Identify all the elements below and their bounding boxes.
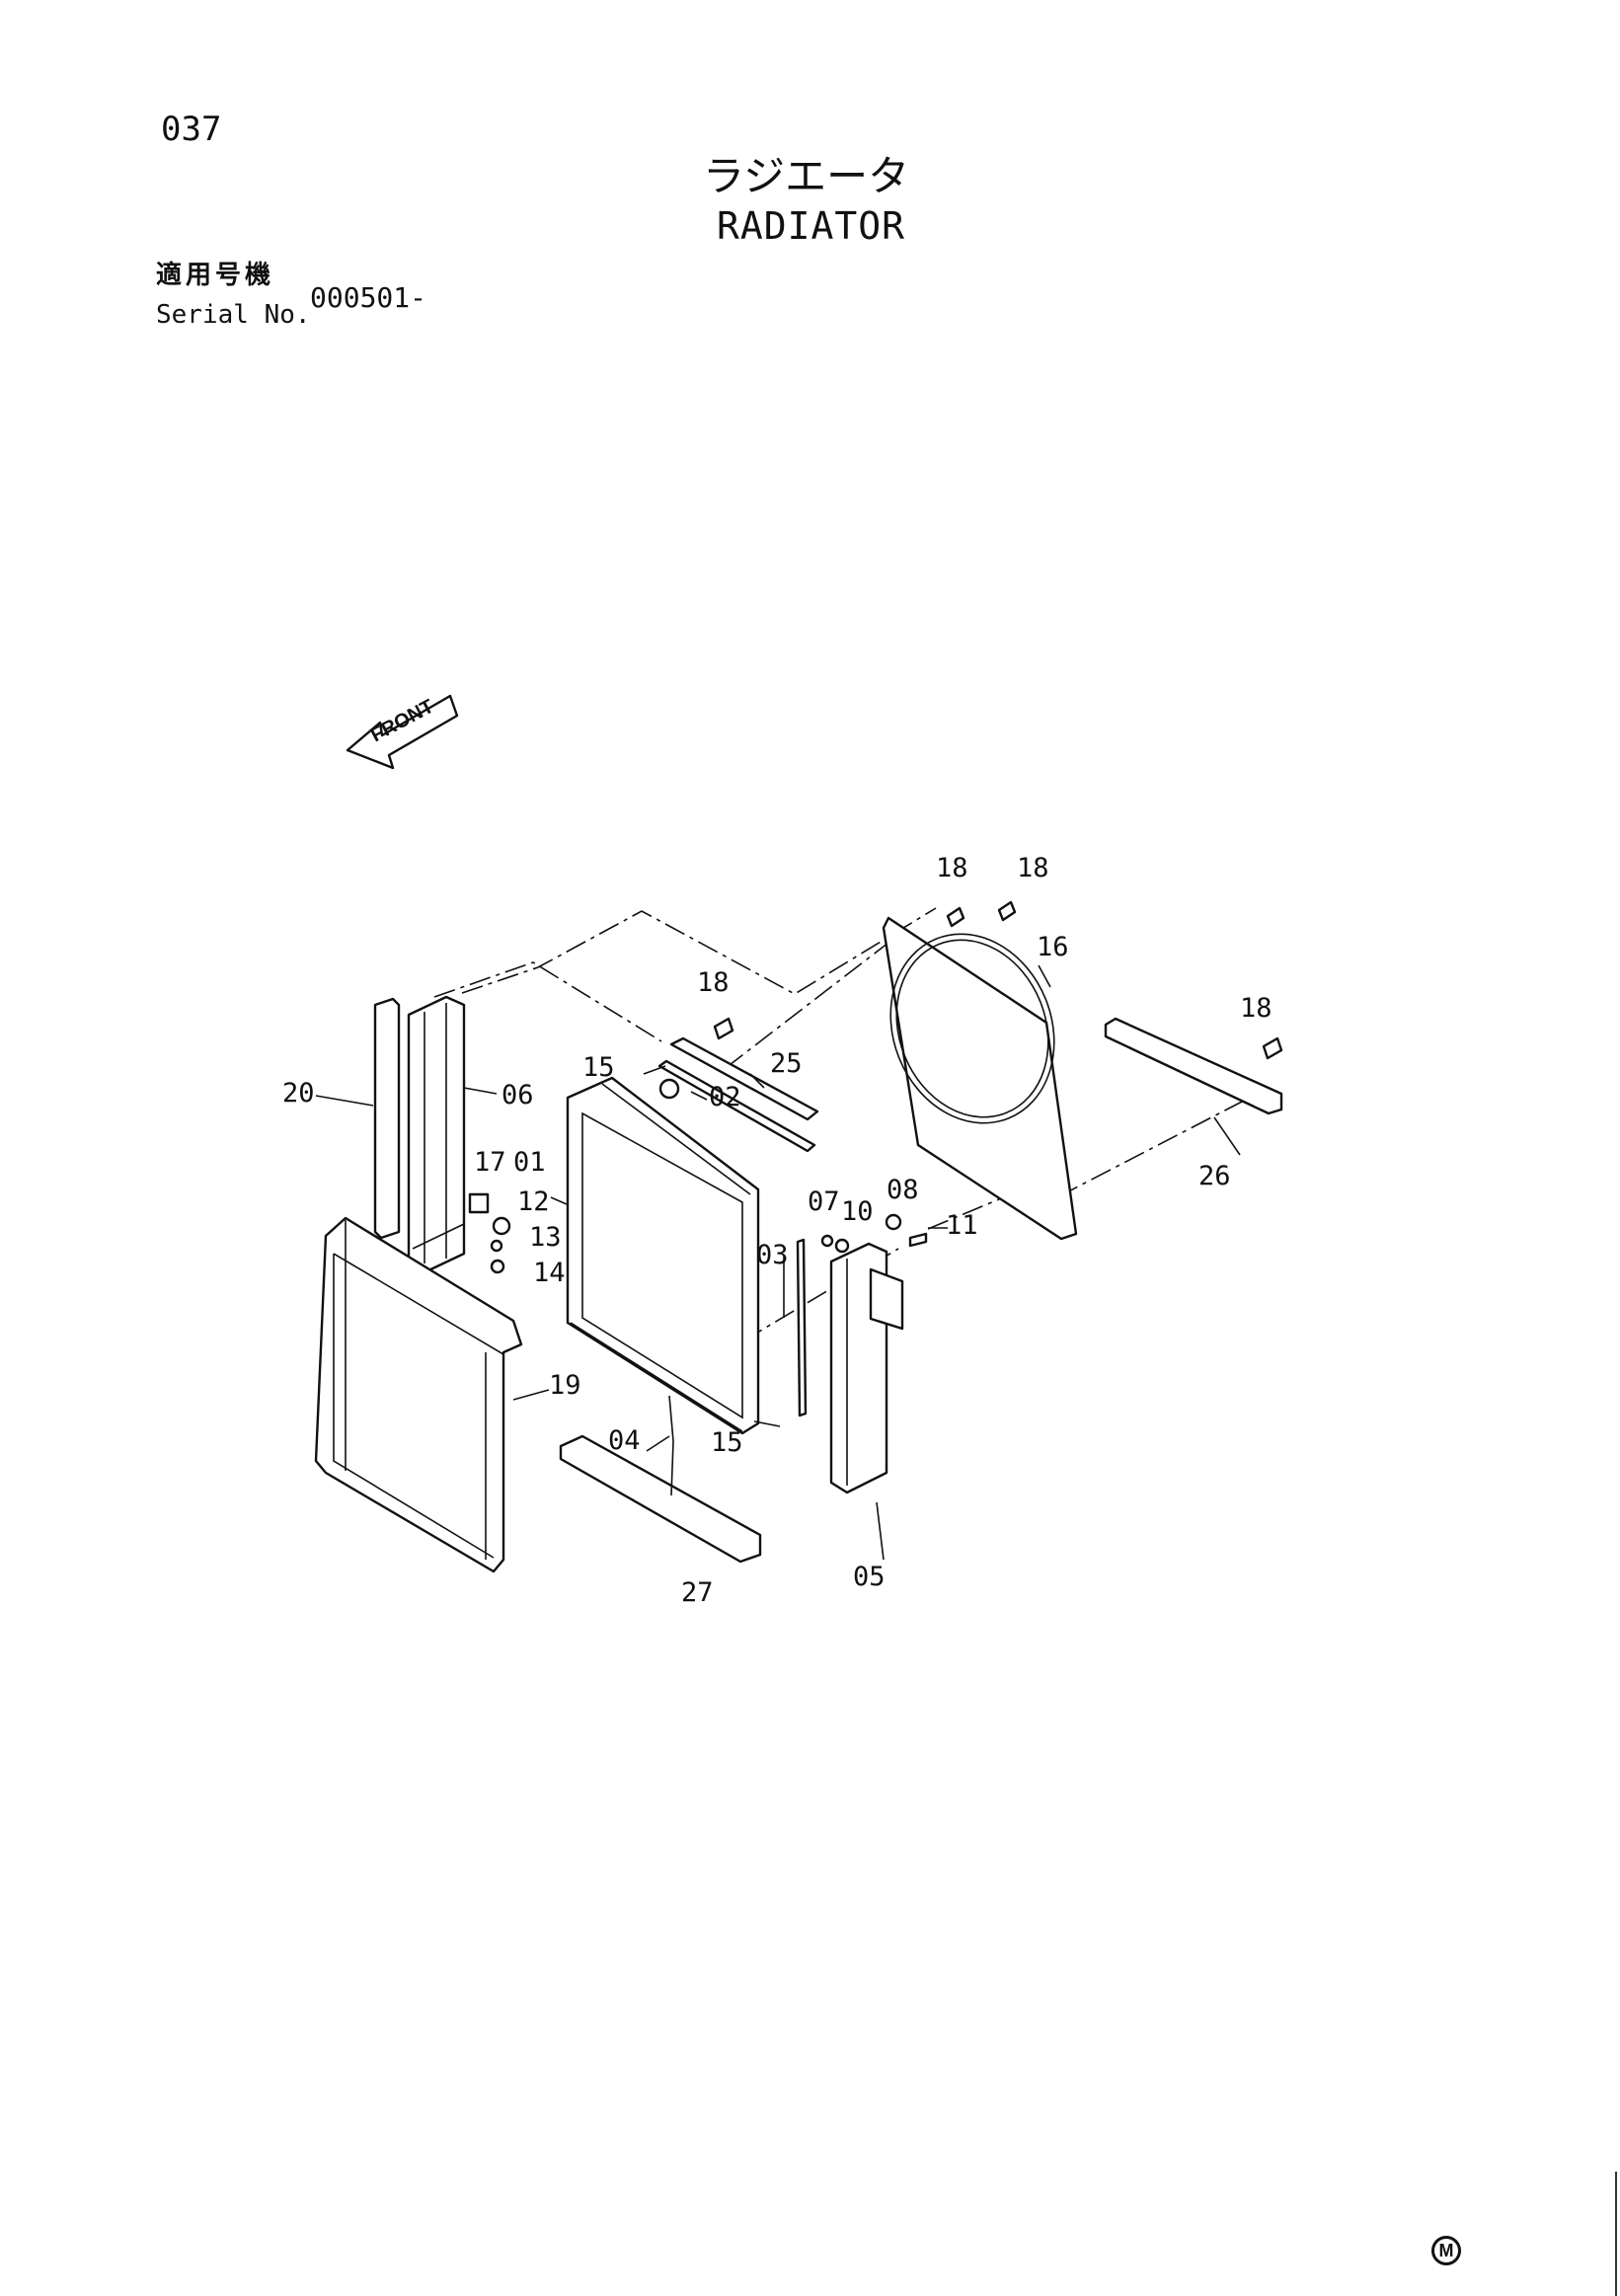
page-number: 037 xyxy=(161,110,222,149)
page-title: RADIATOR xyxy=(717,204,906,248)
corner-mark: M xyxy=(1431,2236,1461,2265)
part-01-radiator-core xyxy=(566,1076,760,1435)
part-17-block xyxy=(468,1192,490,1214)
callout-03: 03 xyxy=(756,1240,789,1270)
page-title-japanese: ラジエータ xyxy=(703,152,910,200)
callout-10: 10 xyxy=(841,1196,874,1227)
part-18-bolt-b xyxy=(997,900,1017,922)
callout-14: 14 xyxy=(533,1258,566,1288)
part-18-bolt-c xyxy=(713,1017,734,1040)
callout-08: 08 xyxy=(887,1175,919,1205)
callout-12: 12 xyxy=(517,1186,550,1217)
part-18-bolt-d xyxy=(1262,1036,1283,1060)
callout-17: 17 xyxy=(474,1147,506,1178)
part-16-fan-shroud xyxy=(882,916,1078,1241)
part-02-cap xyxy=(658,1078,680,1100)
serial-label-japanese: 適用号機 xyxy=(156,261,275,290)
part-06-side-bracket xyxy=(407,995,466,1273)
part-13-washer xyxy=(490,1239,503,1253)
callout-18-d: 18 xyxy=(1240,993,1273,1024)
part-15-side-strip xyxy=(796,1238,808,1417)
callout-20: 20 xyxy=(282,1078,315,1109)
callout-13: 13 xyxy=(529,1222,562,1253)
callout-18-b: 18 xyxy=(1017,853,1049,883)
part-18-bolt-a xyxy=(946,906,965,928)
callout-06: 06 xyxy=(501,1080,534,1110)
callout-16: 16 xyxy=(1037,932,1069,962)
part-11-bolt xyxy=(908,1232,928,1248)
part-19-condenser xyxy=(314,1216,523,1573)
small-parts xyxy=(468,900,1283,1274)
callout-04: 04 xyxy=(608,1425,641,1456)
part-05-side-bracket xyxy=(829,1242,904,1494)
part-20-seal xyxy=(373,997,401,1240)
callout-01: 01 xyxy=(513,1147,546,1178)
part-27-seal xyxy=(559,1434,762,1564)
part-15-upper-strip xyxy=(657,1059,816,1153)
part-04-hose xyxy=(668,1395,674,1496)
part-08-washer xyxy=(885,1213,902,1231)
callout-05: 05 xyxy=(853,1562,886,1592)
page-edge-line xyxy=(1615,2172,1617,2296)
leader-lines xyxy=(315,964,1241,1561)
callout-18-c: 18 xyxy=(697,967,730,998)
callout-18-a: 18 xyxy=(936,853,968,883)
callout-19: 19 xyxy=(549,1370,581,1401)
callout-25: 25 xyxy=(770,1048,803,1079)
callout-numbers: 18 18 16 18 18 20 06 15 25 02 17 01 12 1… xyxy=(282,853,1273,1608)
callout-15-a: 15 xyxy=(582,1052,615,1083)
front-arrow: FRONT xyxy=(346,694,459,770)
callout-27: 27 xyxy=(681,1577,714,1608)
part-10-collar xyxy=(834,1238,850,1254)
serial-number: 000501- xyxy=(310,281,427,314)
part-12-mount xyxy=(492,1216,511,1236)
part-07-grommet xyxy=(820,1234,834,1248)
callout-02: 02 xyxy=(709,1082,741,1112)
part-14-nut xyxy=(490,1259,505,1274)
serial-label: Serial No. xyxy=(156,300,311,330)
part-26-angle xyxy=(1104,1017,1283,1115)
callout-07: 07 xyxy=(808,1186,840,1217)
callout-15-b: 15 xyxy=(711,1427,743,1458)
callout-11: 11 xyxy=(946,1210,978,1241)
callout-26: 26 xyxy=(1198,1161,1231,1191)
part-25-top-bracket xyxy=(669,1036,819,1121)
